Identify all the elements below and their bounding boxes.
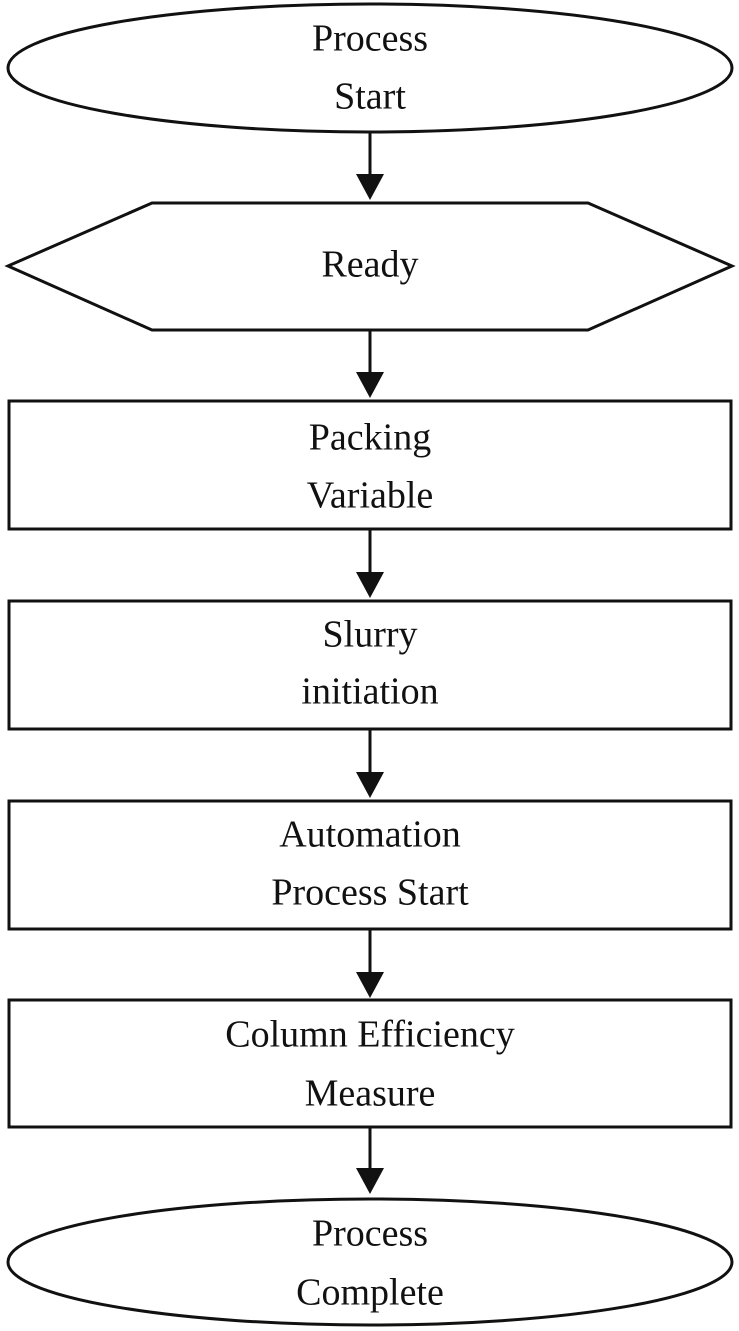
node-process-start: Process Start: [6, 2, 734, 134]
process-rectangle: [7, 998, 733, 1129]
connector-process-start-to-ready: [356, 133, 384, 200]
node-label-line-1: Slurry: [323, 614, 418, 656]
node-label-line-2: Variable: [307, 475, 434, 517]
node-packing-variable: Packing Variable: [7, 399, 733, 531]
terminator-ellipse: [6, 1197, 734, 1327]
terminator-ellipse: [6, 2, 734, 134]
node-process-complete: Process Complete: [6, 1197, 734, 1327]
process-rectangle: [7, 599, 733, 731]
node-automation-process-start: Automation Process Start: [7, 799, 733, 931]
node-label-line-1: Ready: [321, 244, 418, 286]
node-label-line-2: Process Start: [271, 872, 469, 914]
node-slurry-initiation: Slurry initiation: [7, 599, 733, 731]
connector-ready-to-packing-variable: [356, 331, 384, 398]
preparation-hexagon: [4, 201, 736, 332]
node-label-line-2: Start: [334, 76, 406, 118]
node-label-line-2: Measure: [305, 1073, 436, 1115]
connector-column-efficiency-measure-to-process-complete: [356, 1128, 384, 1194]
node-label-line-1: Column Efficiency: [225, 1014, 515, 1056]
connector-slurry-initiation-to-automation-process-start: [356, 730, 384, 798]
node-ready: Ready: [4, 201, 736, 332]
process-rectangle: [7, 399, 733, 531]
connector-packing-variable-to-slurry-initiation: [356, 530, 384, 598]
node-label-line-1: Process: [312, 1213, 428, 1255]
process-rectangle: [7, 799, 733, 931]
node-label-line-1: Process: [312, 18, 428, 60]
connector-automation-process-start-to-column-efficiency-measure: [356, 930, 384, 998]
node-label-line-1: Packing: [309, 417, 431, 459]
node-column-efficiency-measure: Column Efficiency Measure: [7, 998, 733, 1129]
node-label-line-1: Automation: [279, 814, 461, 856]
node-label-line-2: initiation: [301, 671, 438, 713]
node-label-line-2: Complete: [296, 1272, 444, 1314]
